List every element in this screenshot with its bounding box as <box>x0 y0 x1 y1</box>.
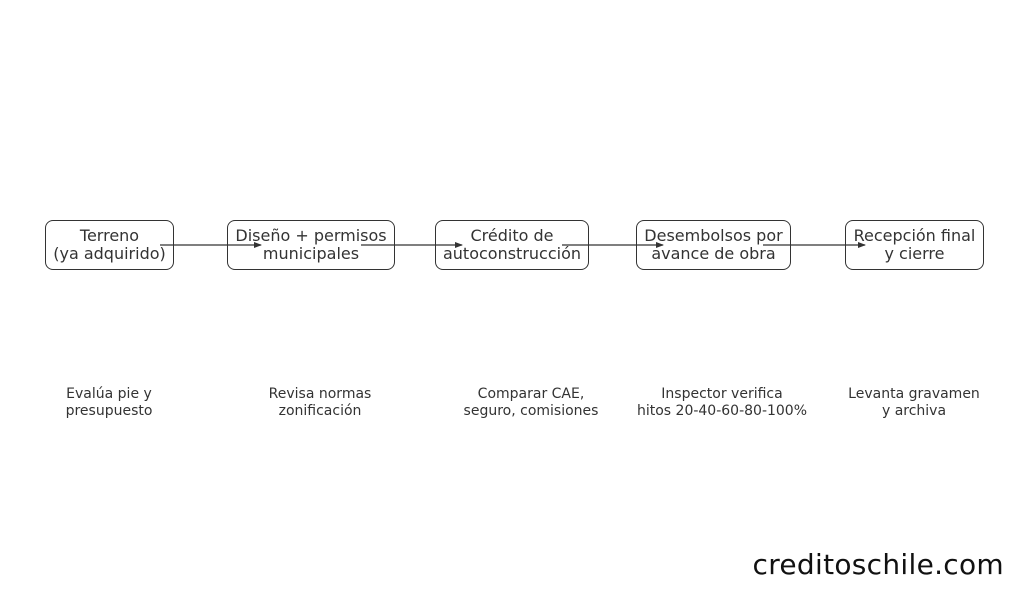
note-line2: zonificación <box>278 403 362 419</box>
step-note-terreno: Evalúa pie y presupuesto <box>9 386 209 420</box>
step-label-line1: Recepción final <box>853 226 976 245</box>
step-note-diseno-permisos: Revisa normas zonificación <box>220 386 420 420</box>
step-box-terreno: Terreno (ya adquirido) <box>45 220 174 270</box>
step-box-diseno-permisos: Diseño + permisos municipales <box>227 220 395 270</box>
step-label-line2: (ya adquirido) <box>53 244 166 263</box>
note-line1: Evalúa pie y <box>66 386 152 402</box>
note-line2: presupuesto <box>65 403 153 419</box>
step-label-line2: autoconstrucción <box>442 244 582 263</box>
note-line1: Inspector verifica <box>661 386 783 402</box>
step-box-recepcion: Recepción final y cierre <box>845 220 984 270</box>
note-line1: Levanta gravamen <box>848 386 980 402</box>
step-label-line1: Crédito de <box>470 226 554 245</box>
step-note-desembolsos: Inspector verifica hitos 20-40-60-80-100… <box>622 386 822 420</box>
step-label-line1: Terreno <box>79 226 140 245</box>
note-line2: y archiva <box>881 403 947 419</box>
step-box-credito: Crédito de autoconstrucción <box>435 220 589 270</box>
step-label-line1: Diseño + permisos <box>235 226 387 245</box>
step-box-desembolsos: Desembolsos por avance de obra <box>636 220 791 270</box>
step-label-line2: y cierre <box>884 244 945 263</box>
note-line1: Comparar CAE, <box>477 386 585 402</box>
step-label-line2: municipales <box>262 244 360 263</box>
step-note-credito: Comparar CAE, seguro, comisiones <box>431 386 631 420</box>
note-line2: seguro, comisiones <box>463 403 599 419</box>
step-note-recepcion: Levanta gravamen y archiva <box>814 386 1014 420</box>
note-line1: Revisa normas <box>268 386 372 402</box>
note-line2: hitos 20-40-60-80-100% <box>636 403 808 419</box>
step-label-line2: avance de obra <box>651 244 776 263</box>
step-label-line1: Desembolsos por <box>644 226 783 245</box>
site-watermark: creditoschile.com <box>752 548 1004 581</box>
